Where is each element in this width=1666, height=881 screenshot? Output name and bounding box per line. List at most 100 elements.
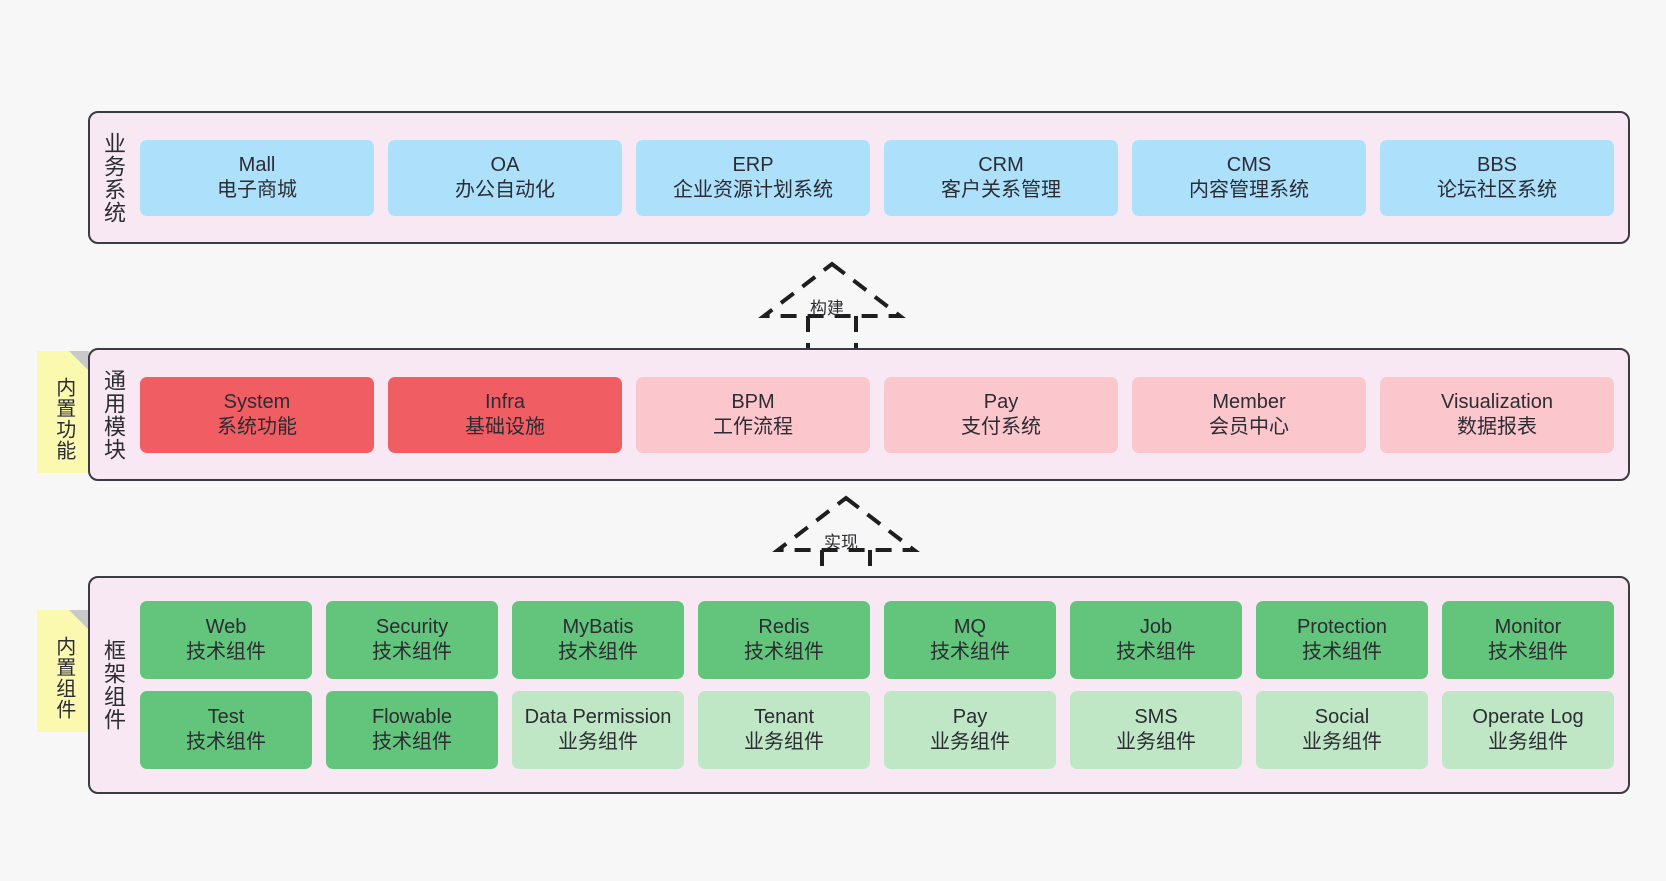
cell-title-en: BBS [1476, 153, 1518, 176]
framework-row-business: Test 技术组件 Flowable 技术组件 Data Permission … [140, 691, 1614, 769]
cell-title-en: Visualization [1441, 390, 1553, 413]
cell-title-en: Web [205, 616, 247, 639]
cell-title-en: Tenant [753, 706, 815, 729]
cell-title-cn: 电子商城 [217, 178, 297, 201]
cell-title-en: Pay [983, 390, 1019, 413]
cell-bbs[interactable]: BBS 论坛社区系统 [1380, 139, 1614, 216]
arrowhead-outline [758, 261, 906, 318]
cell-monitor[interactable]: Monitor 技术组件 [1442, 601, 1614, 679]
business-row: Mall 电子商城 OA 办公自动化 ERP 企业资源计划系统 CRM 客户关系… [140, 139, 1614, 216]
cell-title-cn: 基础设施 [465, 415, 545, 438]
cell-crm[interactable]: CRM 客户关系管理 [884, 139, 1118, 216]
cell-title-cn: 技术组件 [558, 641, 638, 663]
cell-title-cn: 技术组件 [744, 641, 824, 663]
cell-title-en: Monitor [1494, 616, 1562, 639]
cell-title-en: MyBatis [562, 616, 634, 639]
cell-security[interactable]: Security 技术组件 [326, 601, 498, 679]
cell-title-cn: 办公自动化 [455, 178, 555, 201]
cell-flowable[interactable]: Flowable 技术组件 [326, 691, 498, 769]
cell-title-en: Flowable [371, 706, 453, 729]
cell-pay[interactable]: Pay 支付系统 [884, 376, 1118, 453]
cell-bpm[interactable]: BPM 工作流程 [636, 376, 870, 453]
layer-title-framework-component: 框架组件 [100, 639, 126, 731]
sticky-note-label: 内置组件 [52, 636, 75, 720]
cell-title-en: Member [1212, 390, 1286, 413]
cell-title-en: SMS [1134, 706, 1178, 729]
sticky-fold-corner-icon [69, 610, 89, 630]
cell-system[interactable]: System 系统功能 [140, 376, 374, 453]
connector-label-implement: 实现 [824, 533, 858, 552]
cell-social[interactable]: Social 业务组件 [1256, 691, 1428, 769]
layer-business-system: 业务系统 Mall 电子商城 OA 办公自动化 ERP 企业资源计划系统 CRM… [88, 111, 1630, 244]
cell-title-cn: 业务组件 [930, 731, 1010, 753]
cell-title-en: OA [490, 153, 520, 176]
cell-title-cn: 技术组件 [1488, 641, 1568, 663]
cell-title-en: BPM [731, 390, 775, 413]
layer-title-business-system: 业务系统 [100, 131, 126, 224]
cell-title-en: Data Permission [524, 706, 672, 729]
cell-title-cn: 业务组件 [558, 731, 638, 753]
framework-row-tech: Web 技术组件 Security 技术组件 MyBatis 技术组件 Redi… [140, 601, 1614, 679]
cell-title-cn: 技术组件 [930, 641, 1010, 663]
cell-infra[interactable]: Infra 基础设施 [388, 376, 622, 453]
cell-protection[interactable]: Protection 技术组件 [1256, 601, 1428, 679]
layer-framework-component: 框架组件 Web 技术组件 Security 技术组件 MyBatis 技术组件… [88, 576, 1630, 794]
cell-title-cn: 技术组件 [372, 731, 452, 753]
cell-title-en: CMS [1226, 153, 1272, 176]
connector-label-build: 构建 [810, 299, 844, 318]
layer-body-business-system: Mall 电子商城 OA 办公自动化 ERP 企业资源计划系统 CRM 客户关系… [136, 113, 1628, 242]
cell-title-en: CRM [978, 153, 1024, 176]
cell-title-cn: 支付系统 [961, 415, 1041, 438]
cell-member[interactable]: Member 会员中心 [1132, 376, 1366, 453]
cell-title-cn: 技术组件 [186, 731, 266, 753]
cell-pay-component[interactable]: Pay 业务组件 [884, 691, 1056, 769]
cell-title-en: MQ [953, 616, 987, 639]
cell-title-cn: 数据报表 [1457, 415, 1537, 438]
cell-visualization[interactable]: Visualization 数据报表 [1380, 376, 1614, 453]
cell-title-en: Operate Log [1472, 706, 1584, 729]
common-row: System 系统功能 Infra 基础设施 BPM 工作流程 Pay 支付系统… [140, 376, 1614, 453]
cell-web[interactable]: Web 技术组件 [140, 601, 312, 679]
cell-title-cn: 企业资源计划系统 [673, 178, 833, 201]
cell-title-cn: 技术组件 [1116, 641, 1196, 663]
cell-title-cn: 业务组件 [1302, 731, 1382, 753]
cell-title-en: Pay [952, 706, 988, 729]
arrowhead-outline [772, 495, 920, 552]
cell-title-cn: 系统功能 [217, 415, 297, 438]
cell-mall[interactable]: Mall 电子商城 [140, 139, 374, 216]
cell-mybatis[interactable]: MyBatis 技术组件 [512, 601, 684, 679]
cell-operate-log[interactable]: Operate Log 业务组件 [1442, 691, 1614, 769]
cell-test[interactable]: Test 技术组件 [140, 691, 312, 769]
cell-title-en: System [223, 390, 291, 413]
connector-implement: 实现 [766, 492, 926, 584]
layer-common-module: 通用模块 System 系统功能 Infra 基础设施 BPM 工作流程 Pay… [88, 348, 1630, 481]
cell-job[interactable]: Job 技术组件 [1070, 601, 1242, 679]
sticky-note-label: 内置功能 [52, 377, 75, 461]
cell-title-en: Mall [238, 153, 276, 176]
cell-erp[interactable]: ERP 企业资源计划系统 [636, 139, 870, 216]
sticky-note-builtin-function: 内置功能 [37, 351, 89, 473]
cell-title-cn: 业务组件 [1116, 731, 1196, 753]
cell-title-en: Social [1314, 706, 1370, 729]
cell-sms[interactable]: SMS 业务组件 [1070, 691, 1242, 769]
cell-cms[interactable]: CMS 内容管理系统 [1132, 139, 1366, 216]
cell-title-en: Redis [758, 616, 810, 639]
cell-title-en: Job [1139, 616, 1173, 639]
cell-redis[interactable]: Redis 技术组件 [698, 601, 870, 679]
layer-body-common-module: System 系统功能 Infra 基础设施 BPM 工作流程 Pay 支付系统… [136, 350, 1628, 479]
cell-title-cn: 技术组件 [1302, 641, 1382, 663]
cell-tenant[interactable]: Tenant 业务组件 [698, 691, 870, 769]
cell-title-cn: 会员中心 [1209, 415, 1289, 438]
sticky-fold-corner-icon [69, 351, 89, 371]
cell-mq[interactable]: MQ 技术组件 [884, 601, 1056, 679]
cell-title-cn: 业务组件 [744, 731, 824, 753]
cell-title-en: Protection [1296, 616, 1388, 639]
cell-title-en: Security [375, 616, 449, 639]
cell-title-en: ERP [732, 153, 774, 176]
cell-oa[interactable]: OA 办公自动化 [388, 139, 622, 216]
cell-data-permission[interactable]: Data Permission 业务组件 [512, 691, 684, 769]
cell-title-cn: 论坛社区系统 [1437, 178, 1557, 201]
cell-title-en: Test [207, 706, 245, 729]
cell-title-cn: 技术组件 [372, 641, 452, 663]
